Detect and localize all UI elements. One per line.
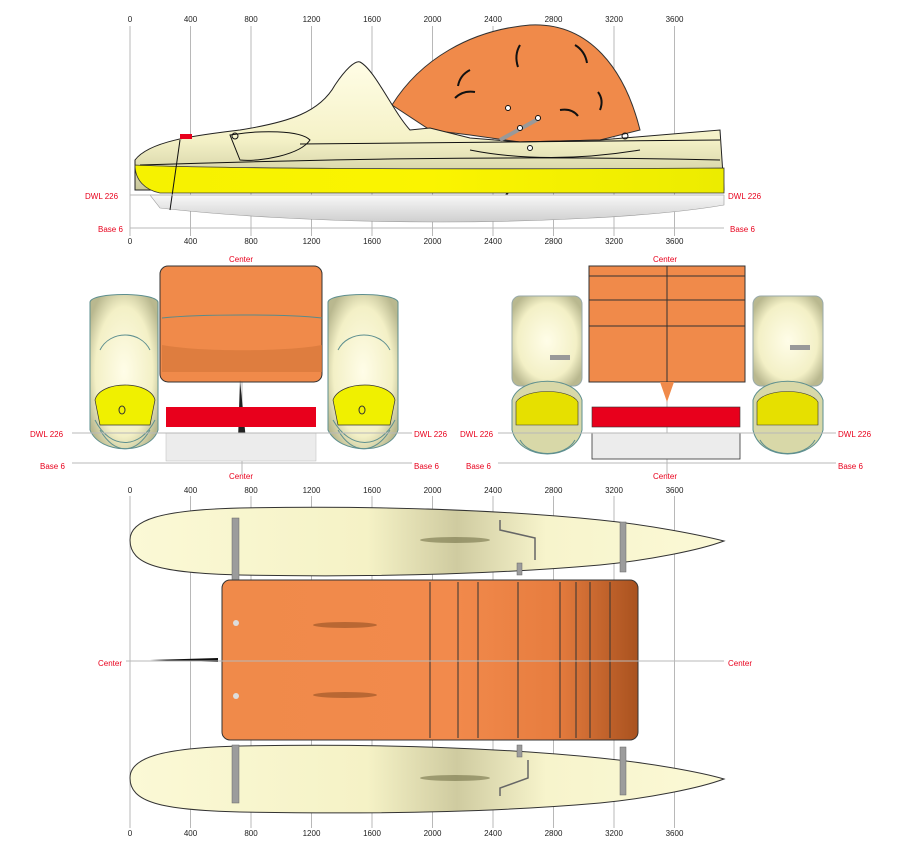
plan-hull-dark-streaks [420,537,490,781]
section-right-center-top: Center [653,255,677,264]
tick-label: 1200 [303,829,321,838]
tick-label: 2800 [545,237,563,246]
tick-label: 800 [244,829,258,838]
section-right-base-label-left: Base 6 [466,462,491,471]
plan-deck-streaks [313,622,377,698]
tick-label: 2800 [545,829,563,838]
tick-label: 800 [244,15,258,24]
tick-label: 400 [184,15,198,24]
section-right-center-bottom: Center [653,472,677,481]
section-right-base-label-right: Base 6 [838,462,863,471]
tick-label: 800 [244,237,258,246]
tick-label: 0 [128,237,133,246]
section-right-keel [660,382,674,402]
sail-shape [391,24,641,143]
tick-label: 1600 [363,237,381,246]
tick-label: 2000 [424,829,442,838]
section-left-dwl-label-left: DWL 226 [30,430,64,439]
tick-label: 1200 [303,15,321,24]
tick-label: 3600 [666,829,684,838]
profile-base-label-right: Base 6 [730,225,755,234]
plan-deck-hole-1 [233,620,239,626]
plan-ticks-top: 0 400 800 1200 1600 2000 2400 2800 3200 3600 [128,486,684,495]
section-right-underwater [591,432,741,460]
tick-label: 1200 [303,486,321,495]
tick-label: 2000 [424,237,442,246]
profile-underwater [149,194,725,223]
profile-waterline-band [134,164,725,194]
profile-ticks-bottom: 0 400 800 1200 1600 2000 2400 2800 3200 3600 [128,237,684,246]
plan-center-label-left: Center [98,659,122,668]
section-left-red-band [166,407,316,427]
section-left-pod-left [89,294,159,450]
section-left-base-label-left: Base 6 [40,462,65,471]
plan-ticks-bottom: 0 400 800 1200 1600 2000 2400 2800 3200 3600 [128,829,684,838]
plan-fittings [231,517,627,804]
profile-hull-lines [139,131,721,211]
tick-label: 3600 [666,486,684,495]
tick-label: 3600 [666,237,684,246]
tick-label: 0 [128,829,133,838]
profile-base-label-left: Base 6 [98,225,123,234]
section-left-underwater [165,432,317,462]
section-right-deck-lines [589,266,745,382]
tick-label: 0 [128,15,133,24]
section-left-center-bottom: Center [229,472,253,481]
section-left-dwl-label-right: DWL 226 [414,430,448,439]
plan-center-label-right: Center [728,659,752,668]
tick-label: 0 [128,486,133,495]
profile-ticks-top: 0 400 800 1200 1600 2000 2400 2800 3200 3600 [128,15,684,24]
tick-label: 1200 [303,237,321,246]
tick-label: 400 [184,486,198,495]
section-left-base-label-right: Base 6 [414,462,439,471]
plan-lower-tiller [499,760,529,796]
tick-label: 1600 [363,486,381,495]
section-left-pod-right [327,294,399,450]
section-right-pod-left [511,295,583,455]
plan-upper-tiller [499,520,536,560]
profile-dwl-label-left: DWL 226 [85,192,119,201]
section-right-dwl-label-right: DWL 226 [838,430,872,439]
tick-label: 2400 [484,237,502,246]
profile-dwl-label-right: DWL 226 [728,192,762,201]
tick-label: 3200 [605,486,623,495]
tick-label: 3200 [605,15,623,24]
tick-label: 2400 [484,829,502,838]
section-right-red-band [591,406,741,428]
tick-label: 2800 [545,486,563,495]
tick-label: 2000 [424,486,442,495]
tick-label: 800 [244,486,258,495]
tick-label: 3600 [666,15,684,24]
section-right-dwl-label-left: DWL 226 [460,430,494,439]
tick-label: 3200 [605,237,623,246]
bow-red-marker [180,134,192,139]
tick-label: 3200 [605,829,623,838]
section-left-deck-shade [162,345,322,372]
tick-label: 2400 [484,15,502,24]
tick-label: 2800 [545,15,563,24]
boom-fitting [231,105,629,151]
plan-deck-hole-2 [233,693,239,699]
section-right-pod-right [752,295,824,455]
tick-label: 1600 [363,829,381,838]
tick-label: 2400 [484,486,502,495]
section-left-center-top: Center [229,255,253,264]
tick-label: 400 [184,237,198,246]
plan-deck-battens [429,582,611,738]
tick-label: 1600 [363,15,381,24]
tick-label: 2000 [424,15,442,24]
tick-label: 400 [184,829,198,838]
